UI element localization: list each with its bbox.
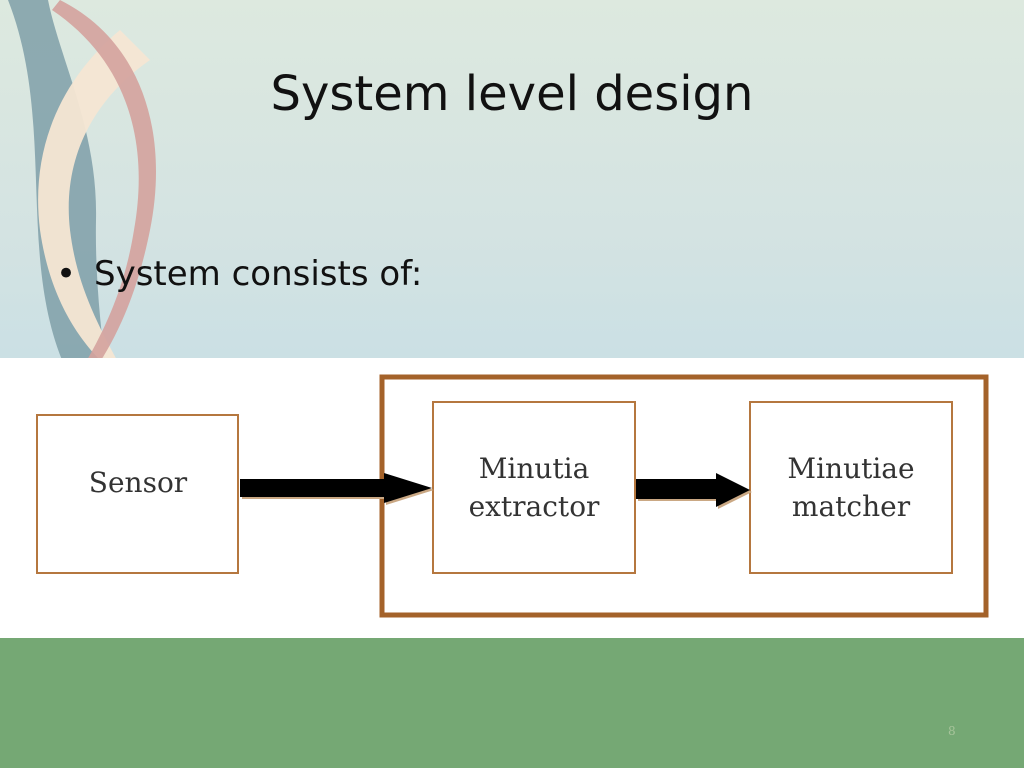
- minutiae-matcher-label-line-2: matcher: [792, 490, 911, 523]
- diagram-panel: Sensor Minutia extractor Minutiae matche…: [0, 358, 1024, 638]
- minutia-extractor-label-line-2: extractor: [469, 490, 600, 523]
- bullet-item: • System consists of:: [56, 254, 422, 294]
- minutia-extractor-box: [432, 401, 636, 574]
- sensor-box: [36, 414, 239, 574]
- minutiae-matcher-box: [749, 401, 953, 574]
- slide-title: System level design: [270, 66, 754, 122]
- bottom-band: [0, 638, 1024, 768]
- page-number: 8: [948, 724, 956, 738]
- arrow-sensor-to-extractor: [240, 473, 434, 505]
- minutia-extractor-label-line-1: Minutia: [479, 452, 590, 485]
- flow-diagram: Sensor Minutia extractor Minutiae matche…: [36, 374, 989, 618]
- sensor-label: Sensor: [89, 466, 188, 499]
- swoosh-pink-stroke: [52, 0, 156, 362]
- minutiae-matcher-label-line-1: Minutiae: [787, 452, 914, 485]
- swoosh-cream-stroke: [38, 30, 150, 362]
- bullet-marker: •: [56, 254, 77, 294]
- bullet-text: System consists of:: [94, 254, 423, 294]
- arrow-extractor-to-matcher: [636, 473, 752, 509]
